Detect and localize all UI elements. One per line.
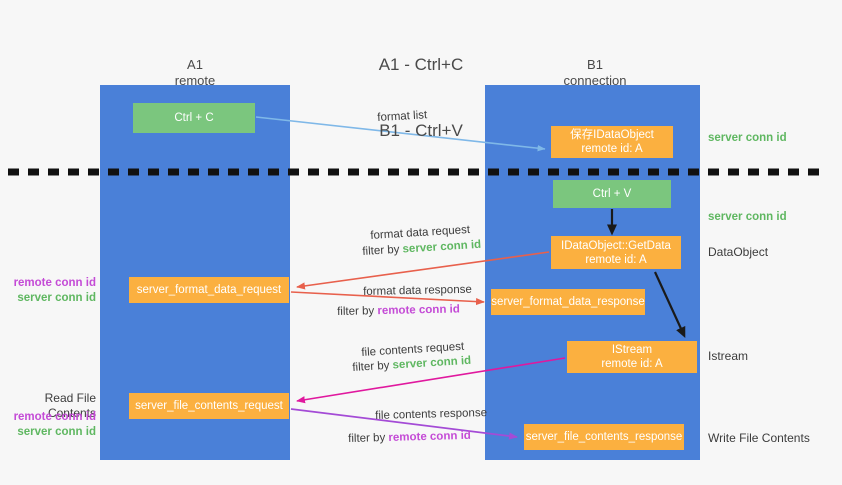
label-dataobject: DataObject <box>708 245 769 259</box>
caption-filter-by-1: filter by <box>362 243 403 258</box>
label-conn-ids-format: remote conn id server conn id <box>8 276 96 306</box>
box-getdata-line-1: IDataObject::GetData <box>561 239 671 252</box>
lane-b1-header: B1 connection <box>520 57 670 89</box>
box-idataobject-line-1: 保存IDataObject <box>570 129 654 141</box>
box-ctrl-c-label: Ctrl + C <box>174 112 214 124</box>
box-idataobject[interactable]: 保存IDataObject remote id: A <box>551 126 673 158</box>
label-write-file-contents: Write File Contents <box>708 431 810 445</box>
caption-server-conn-id-1: server conn id <box>402 238 482 256</box>
arrow-format-data-response <box>290 291 485 306</box>
caption-server-conn-id-2: server conn id <box>392 354 472 372</box>
box-server-file-contents-response-label: server_file_contents_response <box>525 431 683 443</box>
box-istream-line-2: remote id: A <box>601 358 663 370</box>
label-server-conn-id-top: server conn id <box>708 132 787 144</box>
caption-remote-conn-id-2: remote conn id <box>388 429 472 444</box>
label-read-file-contents: Read File Contents <box>44 391 96 420</box>
box-server-file-contents-response[interactable]: server_file_contents_response <box>524 424 684 450</box>
box-ctrl-v-label: Ctrl + V <box>592 188 632 200</box>
label-conn-ids-file: remote conn id server conn id <box>8 410 96 440</box>
caption-filter-by-remote-conn-id-file: filter by remote conn id <box>348 429 471 447</box>
box-server-format-data-request-label: server_format_data_request <box>136 284 282 296</box>
caption-filter-by-4: filter by <box>348 431 389 445</box>
arrow-file-contents-response <box>290 408 518 440</box>
box-ctrl-c[interactable]: Ctrl + C <box>133 103 255 133</box>
box-server-file-contents-request-label: server_file_contents_request <box>135 400 283 412</box>
lane-b1-name: B1 <box>587 57 603 72</box>
caption-remote-conn-id-1: remote conn id <box>377 303 460 318</box>
arrow-format-data-request <box>296 251 550 290</box>
label-remote-conn-id-file: remote conn id <box>13 411 96 423</box>
box-istream-line-1: IStream <box>611 344 653 356</box>
caption-filter-by-remote-conn-id-format: filter by remote conn id <box>337 302 460 320</box>
lane-b1-role: connection <box>563 73 627 88</box>
label-remote-conn-id-format: remote conn id <box>13 277 96 289</box>
title-line-2: B1 - Ctrl+V <box>379 121 463 140</box>
caption-filter-by-2: filter by <box>337 305 378 318</box>
arrow-format-list <box>255 116 546 152</box>
arrow-file-contents-request <box>296 357 566 404</box>
diagram-title: A1 - Ctrl+C B1 - Ctrl+V <box>0 10 842 164</box>
caption-format-list: format list <box>377 109 428 124</box>
lane-a1-role: remote <box>174 73 216 88</box>
label-server-conn-id-format: server conn id <box>17 292 96 304</box>
box-ctrl-v[interactable]: Ctrl + V <box>553 180 671 208</box>
caption-format-data-response: format data response <box>363 283 472 298</box>
caption-filter-by-3: filter by <box>352 359 393 374</box>
label-server-conn-id-file: server conn id <box>17 426 96 438</box>
label-istream: Istream <box>708 349 749 363</box>
box-getdata-line-2: remote id: A <box>585 253 647 266</box>
caption-file-contents-response: file contents response <box>375 407 488 422</box>
lane-a1-name: A1 <box>187 57 203 72</box>
arrow-getdata-to-istream <box>654 271 686 338</box>
box-idataobject-getdata[interactable]: IDataObject::GetData remote id: A <box>551 236 681 269</box>
title-line-1: A1 - Ctrl+C <box>378 55 464 74</box>
label-server-conn-id-mid: server conn id <box>708 211 787 223</box>
box-server-format-data-response[interactable]: server_format_data_response <box>491 289 645 315</box>
box-idataobject-line-2: remote id: A <box>581 143 643 155</box>
box-istream[interactable]: IStream remote id: A <box>567 341 697 373</box>
box-server-format-data-request[interactable]: server_format_data_request <box>129 277 289 303</box>
lane-a1-header: A1 remote <box>120 57 270 89</box>
box-server-file-contents-request[interactable]: server_file_contents_request <box>129 393 289 419</box>
box-server-format-data-response-label: server_format_data_response <box>491 296 645 308</box>
